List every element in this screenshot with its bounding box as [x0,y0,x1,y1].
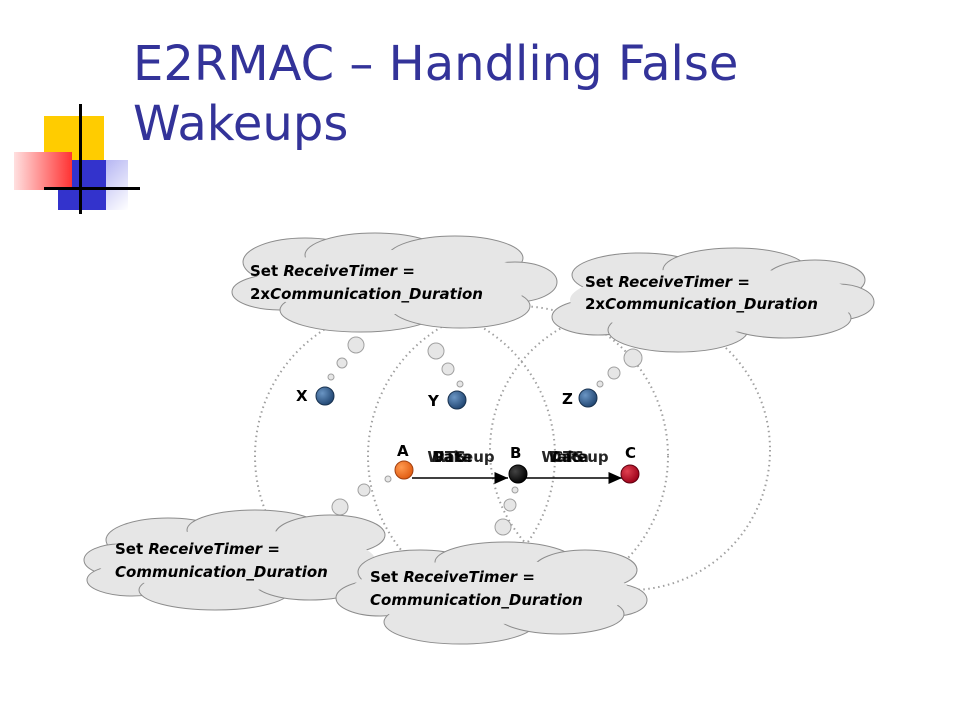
svg-text:RTS: RTS [434,448,466,466]
label-b: B [510,444,521,462]
thought-bubbles-x [327,336,365,381]
svg-text:CTS: CTS [552,448,584,466]
arrow-bc-labels: Wakeup CTS Data [541,448,609,466]
deco-red-square [14,152,72,190]
node-c [620,464,640,484]
slide-title: E2RMAC – Handling False Wakeups [133,34,933,154]
cloud-bottom-left [83,509,386,611]
cloud-top-left-text: Set ReceiveTimer = 2xCommunication_Durat… [250,262,483,303]
label-c: C [625,444,636,462]
title-line-2: Wakeups [133,96,349,152]
svg-text:Data: Data [432,448,472,466]
node-z [578,388,598,408]
thought-bubbles-b [494,486,519,536]
cloud-top-right-text: Set ReceiveTimer = 2xCommunication_Durat… [585,273,818,313]
range-circle-c [489,309,771,591]
title-line-1: E2RMAC – Handling False [133,36,739,92]
cloud-bottom-center [335,541,648,645]
node-a [394,460,414,480]
deco-vertical-line [79,104,82,214]
cloud-bottom-center-text: Set ReceiveTimer = Communication_Duratio… [370,568,583,609]
label-y: Y [427,392,440,410]
thought-bubbles-a [331,475,392,516]
label-x: X [296,387,308,405]
thought-bubbles-z [596,348,643,388]
deco-horizontal-line [44,187,140,190]
svg-text:Wakeup: Wakeup [427,448,495,466]
node-x [315,386,335,406]
svg-text:Wakeup: Wakeup [541,448,609,466]
svg-text:Data: Data [549,448,589,466]
cloud-bottom-left-text: Set ReceiveTimer = Communication_Duratio… [115,540,328,581]
thought-bubbles-y [427,342,464,388]
label-z: Z [562,390,573,408]
cloud-top-left [231,232,558,333]
cloud-top-right [551,247,875,353]
node-y [447,390,467,410]
label-a: A [397,442,409,460]
node-b [508,464,528,484]
arrow-ab-labels: Wakeup RTS Data [427,448,495,466]
